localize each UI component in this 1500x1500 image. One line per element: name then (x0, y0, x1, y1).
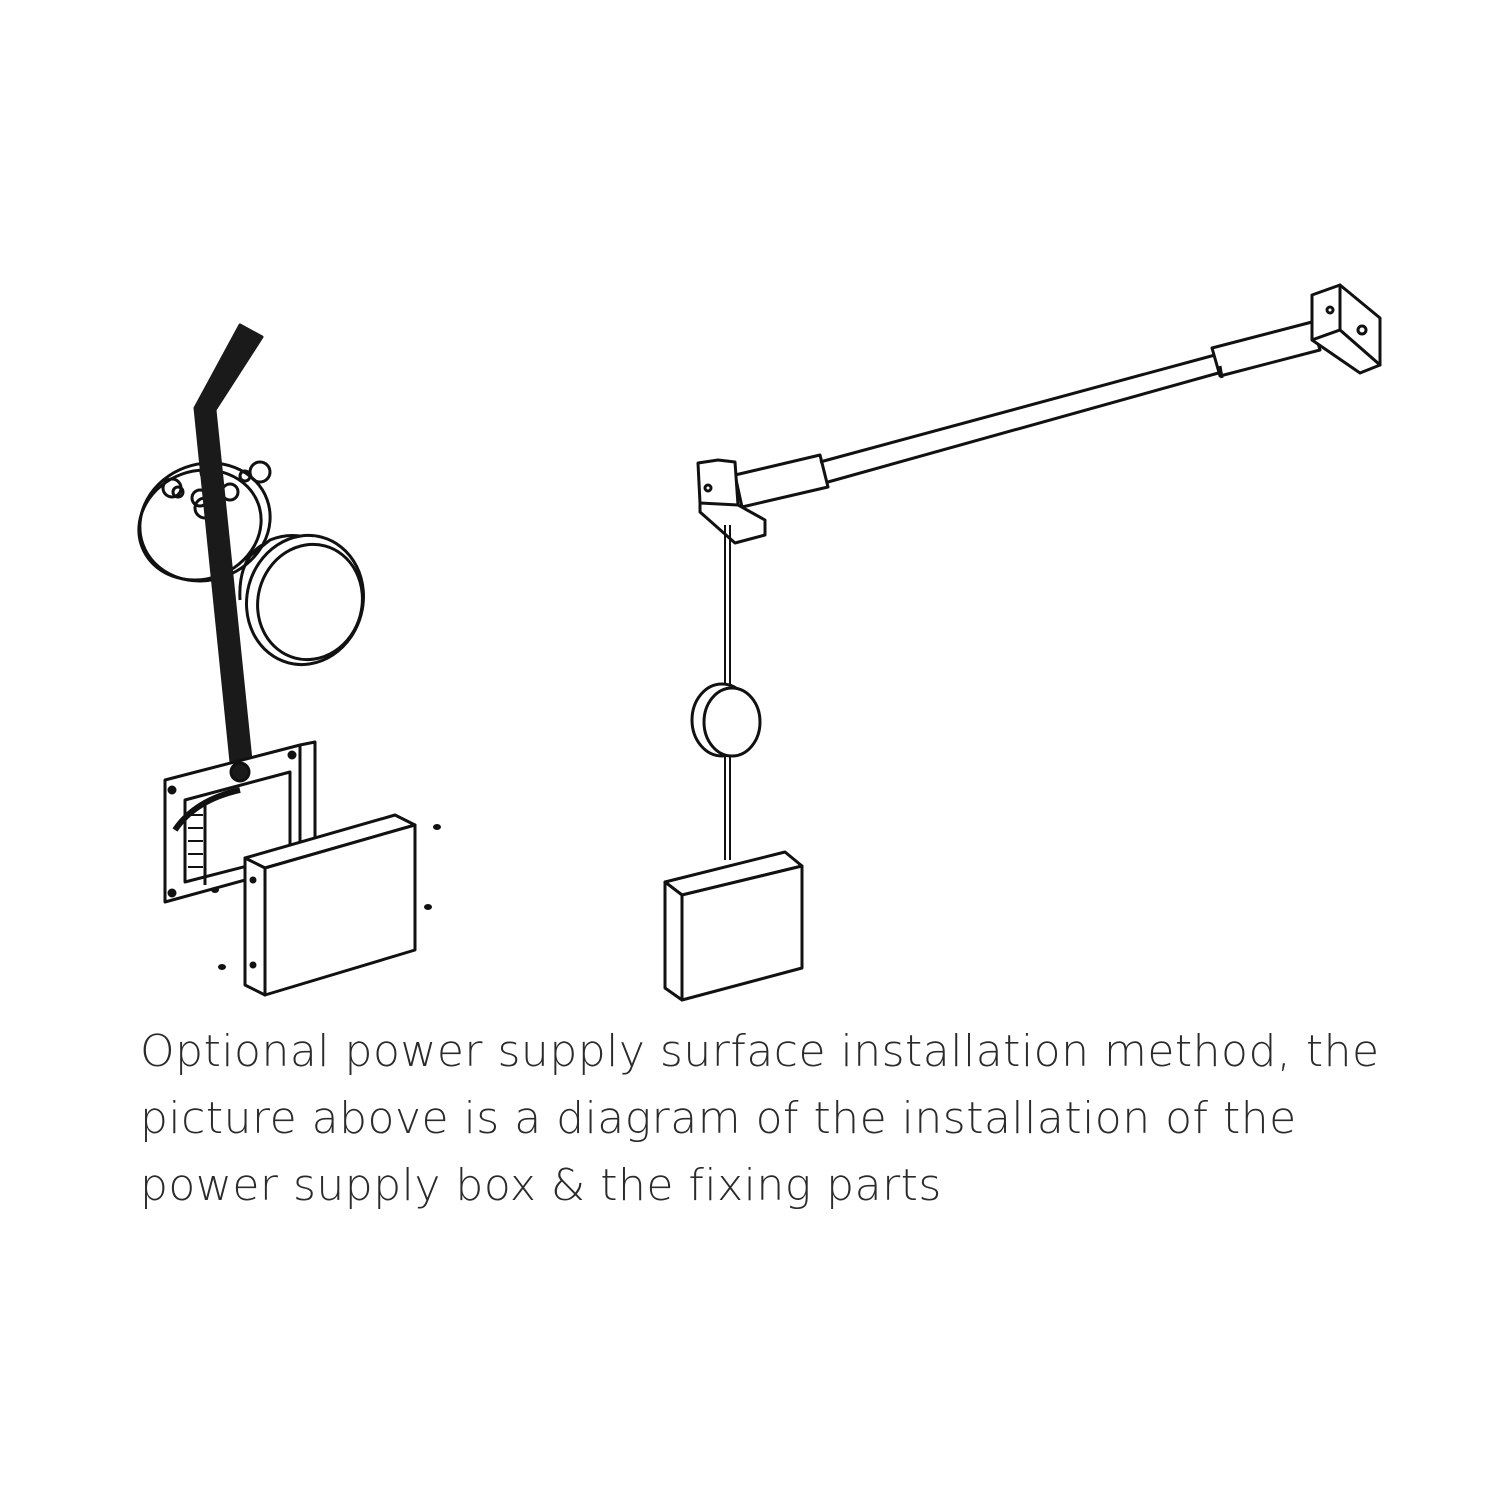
pendant-light (690, 682, 762, 758)
power-supply-box (243, 813, 417, 997)
right-bracket (1310, 283, 1382, 375)
hanging-power-box (663, 850, 804, 1002)
left-bracket (696, 458, 767, 545)
caption-line: power supply box & the fixing parts (140, 1160, 942, 1211)
ceiling-rail (733, 320, 1322, 509)
surface-install-exploded-view (137, 323, 441, 997)
caption: Optional power supply surface installati… (140, 1018, 1480, 1219)
caption-line: picture above is a diagram of the instal… (140, 1093, 1297, 1144)
screws (211, 824, 441, 970)
suspended-assembly (663, 283, 1382, 1002)
caption-line: Optional power supply surface installati… (140, 1026, 1380, 1077)
spot-light-head (238, 533, 365, 667)
